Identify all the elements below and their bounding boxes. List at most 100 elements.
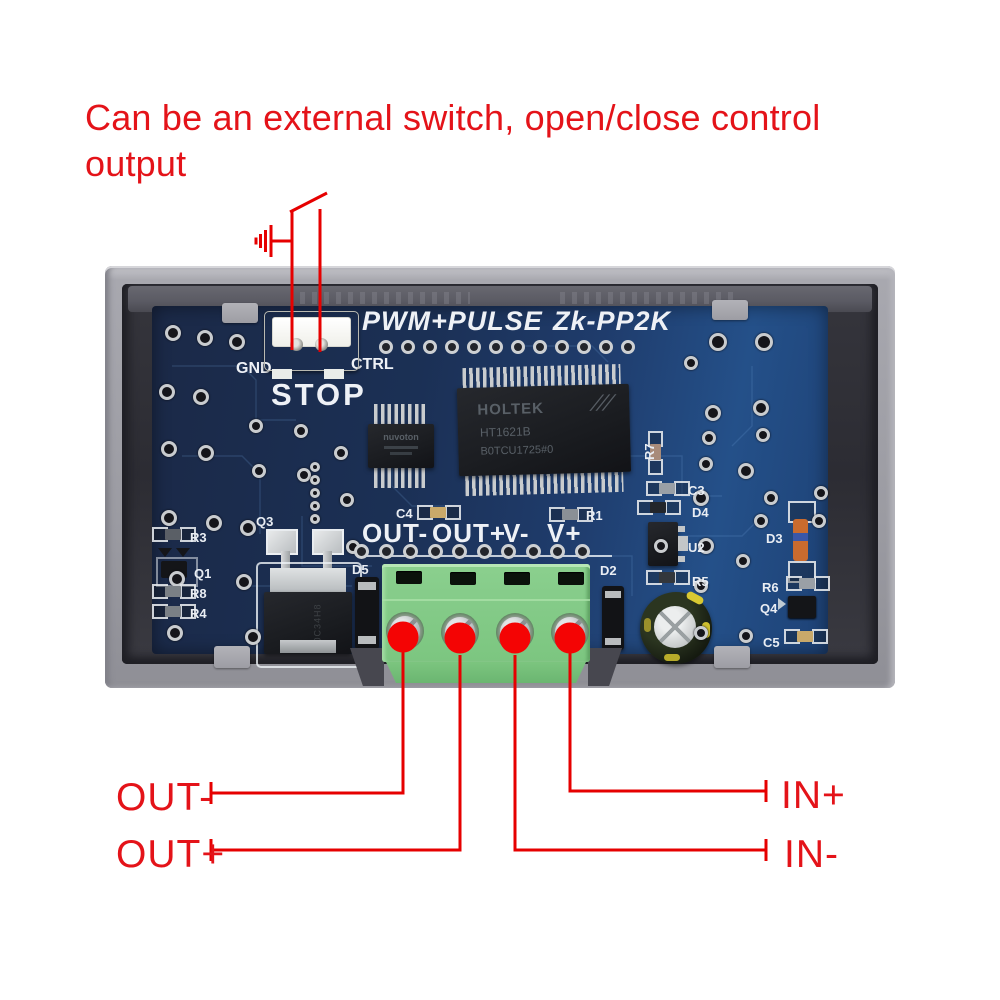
smd-component (562, 509, 578, 520)
diode-mark (158, 548, 172, 557)
component-label-d2: D2 (600, 563, 617, 578)
via-pad (165, 325, 181, 341)
terminal-slot (558, 572, 584, 585)
molded-marks (300, 292, 470, 304)
via-pad (705, 405, 721, 421)
smd-pad (665, 500, 681, 515)
via-pad (297, 468, 311, 482)
case-clip (222, 303, 258, 323)
via-pad (161, 510, 177, 526)
via-pad (294, 424, 308, 438)
header-pad (533, 340, 547, 354)
via-pad (229, 334, 245, 350)
via-pad (340, 493, 354, 507)
via-pad (169, 571, 185, 587)
header-pad (599, 340, 613, 354)
u2-pin (678, 526, 685, 532)
via-pad (702, 431, 716, 445)
io-pad (476, 544, 492, 559)
via-pad (167, 625, 183, 641)
jst-connector (264, 311, 359, 371)
via-pad (738, 463, 754, 479)
smd-pad (674, 481, 690, 496)
silkscreen-pad (272, 369, 292, 379)
via-pad (755, 333, 773, 351)
via-pad (694, 626, 708, 640)
gnd-label: GND (236, 360, 272, 377)
via-pad (736, 554, 750, 568)
header-pad (467, 340, 481, 354)
via-pad (756, 428, 770, 442)
via-pad (764, 491, 778, 505)
header-pad (621, 340, 635, 354)
diode-mark (176, 548, 190, 557)
header-pad (511, 340, 525, 354)
via-pad (694, 579, 708, 593)
via-pad (310, 475, 320, 485)
via-pad (159, 384, 175, 400)
main-ic-logo: /// (586, 390, 619, 416)
silkscreen-pad (324, 369, 344, 379)
via-pad (310, 514, 320, 524)
smd-component (165, 529, 181, 540)
d2-diode (602, 586, 624, 650)
component-label-q4: Q4 (760, 601, 778, 616)
q4-transistor (788, 596, 816, 618)
component-label-c3: C3 (688, 483, 705, 498)
io-pad (452, 544, 467, 559)
main-ic: HOLTEK /// HT1621B B0TCU1725#0 (456, 383, 632, 477)
smd-pad (814, 576, 830, 591)
via-pad (739, 629, 753, 643)
component-label-c5: C5 (763, 635, 780, 650)
u2-pin (678, 556, 685, 562)
io-pad (427, 544, 443, 559)
header-pad (577, 340, 591, 354)
d5-diode (355, 577, 379, 649)
via-pad (252, 464, 266, 478)
ctrl-label: CTRL (351, 356, 394, 373)
component-label-u2: U2 (688, 540, 705, 555)
terminal-block-bottom (386, 662, 586, 683)
mosfet-bottom-pad (280, 640, 336, 653)
via-pad (709, 333, 727, 351)
smd-component (650, 502, 666, 513)
heading-line1: Can be an external switch, open/close co… (85, 97, 821, 138)
via-pad (814, 486, 828, 500)
d3-diode (793, 519, 808, 561)
io-pad (403, 544, 418, 559)
component-label-c4: C4 (396, 506, 413, 521)
main-ic-brand: HOLTEK (477, 399, 545, 419)
io-pad (550, 544, 565, 559)
component-label-r8: R8 (190, 586, 207, 601)
io-label-out-plus: OUT+ (432, 518, 507, 548)
via-pad (699, 457, 713, 471)
small-ic-brand: nuvoton (383, 432, 419, 442)
component-label-r3: R3 (190, 530, 207, 545)
connector-pin-ctrl (315, 338, 328, 351)
q3-pad (312, 529, 344, 555)
via-pad (310, 501, 320, 511)
mosfet-marking: 0C34H8 (312, 603, 323, 643)
smd-component (165, 586, 181, 597)
component-label-q1: Q1 (194, 566, 212, 581)
smd-pad (180, 527, 196, 542)
smd-component (659, 483, 675, 494)
header-pad (555, 340, 569, 354)
via-pad (684, 356, 698, 370)
terminal-slot (504, 572, 530, 585)
component-label-r4: R4 (190, 606, 207, 621)
component-label-r6: R6 (762, 580, 779, 595)
smd-pad (648, 459, 663, 475)
callout-in-plus: IN+ (781, 774, 846, 817)
terminal-block-seam (382, 599, 590, 601)
main-ic-lot: B0TCU1725#0 (480, 443, 554, 458)
smd-component (650, 444, 661, 460)
smd-component (797, 631, 813, 642)
via-pad (310, 462, 320, 472)
callout-out-plus: OUT+ (116, 833, 226, 876)
header-pad (423, 340, 437, 354)
pcb-model: Zk-PP2K (553, 306, 672, 336)
terminal-screw-out-minus (390, 616, 420, 646)
smd-pad (812, 629, 828, 644)
component-label-q3: Q3 (256, 514, 274, 529)
